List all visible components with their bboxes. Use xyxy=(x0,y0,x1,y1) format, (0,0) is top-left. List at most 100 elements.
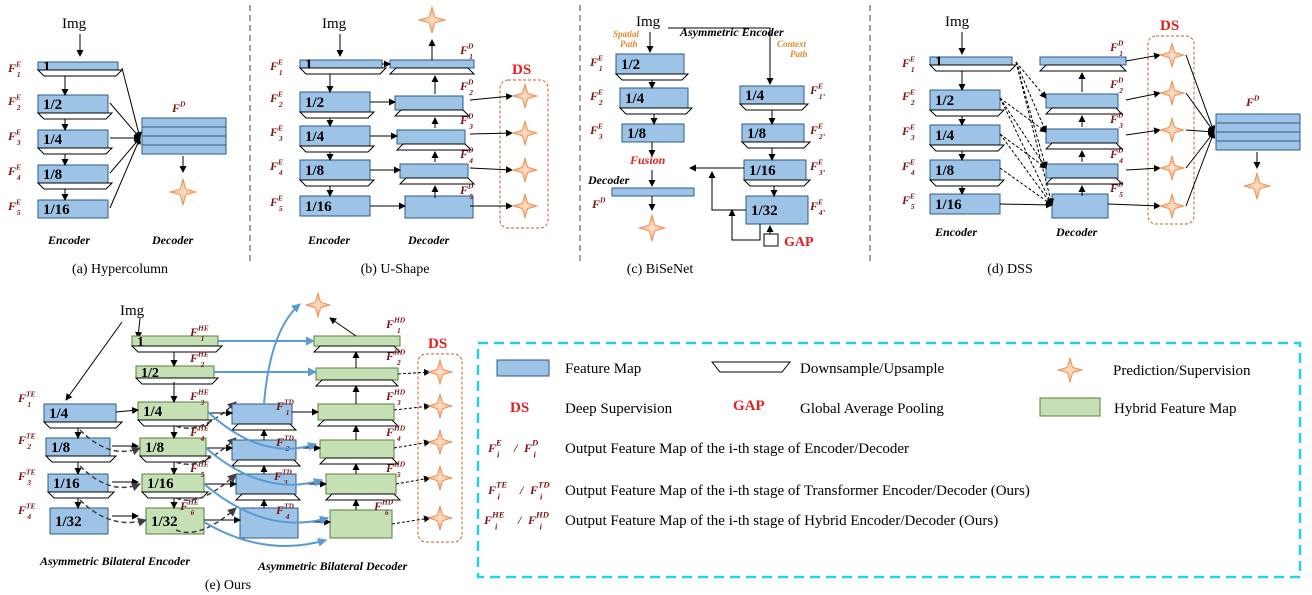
hybrid-feature-map xyxy=(319,439,395,459)
stage-label: 1/16 xyxy=(749,163,776,179)
curved-arrow xyxy=(728,209,761,241)
sampling-trapezoid xyxy=(324,493,402,501)
stage-label: 1/4 xyxy=(43,132,63,148)
feature-map xyxy=(1039,56,1127,66)
feature-map xyxy=(37,199,109,219)
sampling-trapezoid xyxy=(312,345,402,353)
sampling-trapezoid xyxy=(42,421,124,429)
sampling-trapezoid xyxy=(316,419,400,427)
prediction-star-icon xyxy=(304,291,332,319)
curved-arrow xyxy=(203,483,329,525)
arrow xyxy=(469,166,513,174)
stage-label: 1/2 xyxy=(43,97,62,113)
stage-label: 1/4 xyxy=(143,404,163,420)
img-label: Img xyxy=(636,14,661,30)
arrow xyxy=(329,317,357,337)
fusion-label: Fusion xyxy=(629,153,666,167)
arrow xyxy=(1125,52,1161,62)
feature-map xyxy=(611,187,695,197)
prediction-star-icon xyxy=(1158,79,1186,107)
legend-row1: Output Feature Map of the i-th stage of … xyxy=(565,441,909,457)
feature-map xyxy=(1045,93,1119,109)
decoder-feature-map xyxy=(141,126,227,137)
stage-label: 1 xyxy=(305,57,313,73)
arrow xyxy=(1015,61,1047,99)
ds-label: DS xyxy=(512,62,531,78)
context-path-label: Context xyxy=(777,39,807,49)
stage-label: 1/4 xyxy=(305,129,325,145)
sampling-trapezoid xyxy=(36,112,114,120)
prediction-star-icon xyxy=(511,119,539,147)
encoder-label: Encoder xyxy=(47,233,90,247)
stage-label: 1/16 xyxy=(53,476,80,492)
prediction-star-icon xyxy=(1158,41,1186,69)
asym-encoder-label: Asymmetric Encoder xyxy=(679,25,784,39)
spatial-path-label: Path xyxy=(620,39,638,49)
stage-label: 1/2 xyxy=(621,57,640,73)
arrow xyxy=(1185,131,1215,169)
stage-label: 1/8 xyxy=(747,126,766,142)
sampling-trapezoid xyxy=(298,111,376,119)
stage-label: 1/8 xyxy=(935,163,954,179)
legend-row2: Output Feature Map of the i-th stage of … xyxy=(565,483,1030,499)
stage-label: 1/4 xyxy=(625,91,645,107)
decoder-feature-map xyxy=(141,144,227,155)
ds-group-box xyxy=(499,79,549,229)
curved-arrow xyxy=(175,507,237,534)
decoder-feature-map xyxy=(1215,122,1301,133)
spatial-path-label: Spatial xyxy=(613,29,640,39)
decoder-feature-map xyxy=(1215,113,1301,124)
slash: / xyxy=(519,483,525,497)
stage-label: 1/8 xyxy=(627,126,646,142)
feature-map xyxy=(404,195,474,219)
prediction-star-icon xyxy=(1158,116,1186,144)
hybrid-feature-map xyxy=(329,509,393,539)
arrow xyxy=(469,93,513,101)
arrow xyxy=(999,97,1053,206)
stage-label: 1/8 xyxy=(145,440,164,456)
stage-label: 1/2 xyxy=(305,95,324,111)
curved-arrow xyxy=(668,27,774,85)
sampling-trapezoid xyxy=(298,67,388,75)
stage-label: 1/2 xyxy=(935,93,954,109)
sampling-trapezoid xyxy=(46,491,116,499)
sampling-trapezoid xyxy=(130,345,224,353)
slash: / xyxy=(517,513,523,527)
sampling-trapezoid xyxy=(928,109,1006,117)
stage-label: 1/32 xyxy=(751,203,778,219)
arrow xyxy=(1107,202,1161,210)
curved-arrow xyxy=(207,411,317,451)
decoder-label: Decoder xyxy=(1055,225,1098,239)
decoder-feature-map xyxy=(141,117,227,128)
sampling-trapezoid xyxy=(36,147,114,155)
ds-label: DS xyxy=(428,336,447,352)
gap-label: GAP xyxy=(784,235,814,250)
arrow xyxy=(999,97,1047,169)
curved-arrow xyxy=(79,465,141,492)
arrow xyxy=(121,67,142,139)
hybrid-feature-map xyxy=(317,403,395,421)
arrow xyxy=(999,201,1053,209)
slash: / xyxy=(513,441,519,455)
context-path-label: Path xyxy=(790,49,808,59)
curved-arrow xyxy=(175,401,237,430)
sampling-trapezoid xyxy=(614,73,690,81)
